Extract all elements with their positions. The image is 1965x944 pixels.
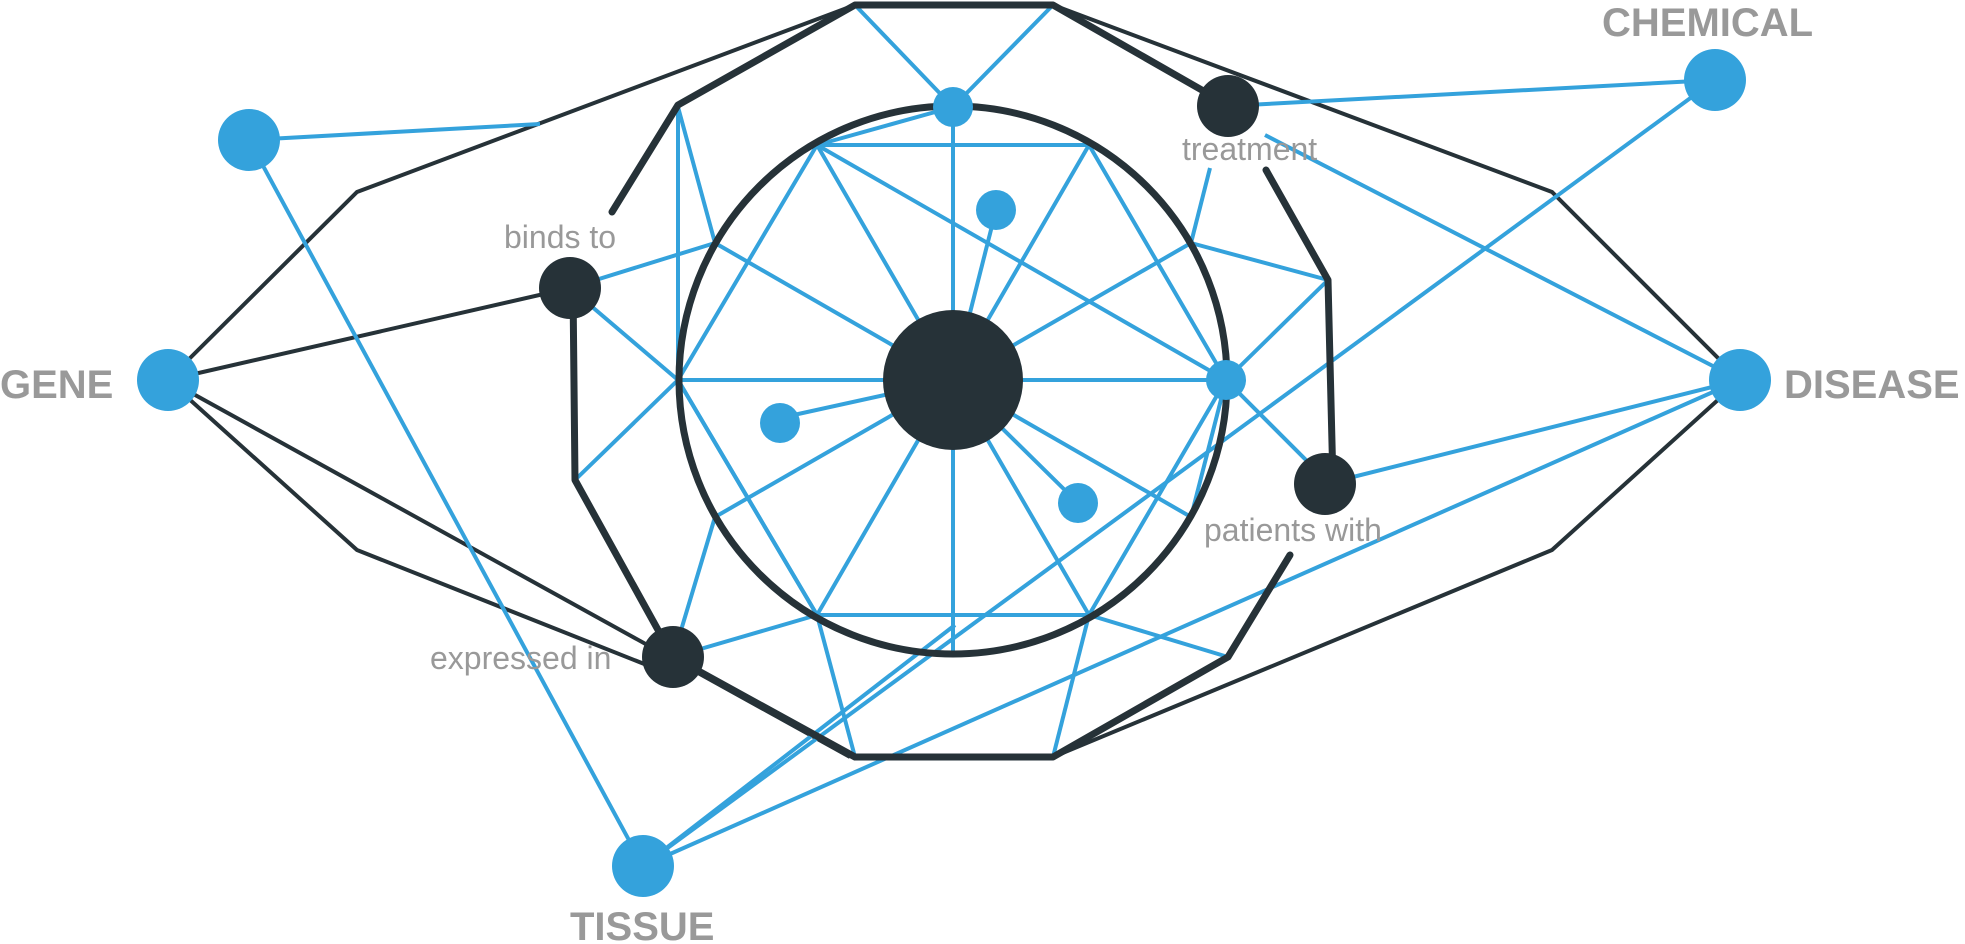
inner-node-right [1206,360,1246,400]
outer-spoke [573,378,680,482]
outer-spoke [1190,241,1329,282]
outer-dark-links [166,3,1742,759]
disease-to-tissue-link [642,378,1741,868]
outer-spoke [1051,614,1091,758]
patients-with-node [1294,453,1356,515]
disease-upper-link [1052,3,1742,382]
upper-left-node [218,109,280,171]
disease-node [1709,349,1771,411]
disease-to-patients-link [1324,378,1741,486]
central-hub-node [883,310,1023,450]
outer-spoke [1189,167,1212,244]
outer-spoke [853,3,955,109]
decagon-bottom-right [669,551,1294,761]
upper-left-to-tissue-link [247,139,645,867]
decagon-right [1262,166,1337,488]
inner-node-lower-right [1058,483,1098,523]
gene-node [137,349,199,411]
gene-to-binds-link [167,286,571,382]
outer-spoke [1088,613,1229,659]
tissue-label: TISSUE [570,905,714,944]
chemical-to-tissue-link [641,78,1717,868]
disease-to-decagon-link [1264,133,1741,382]
inner-node-upper-right [976,190,1016,230]
inner-node-left [760,403,800,443]
gene-upper-link [166,3,856,382]
dark-decagon [569,1,1337,761]
expressed-in-node [642,626,704,688]
tissue-node [612,835,674,897]
chemical-node [1684,49,1746,111]
treatment-node [1197,75,1259,137]
treatment-label: treatment [1182,131,1317,167]
patients-with-label: patients with [1204,512,1382,548]
inner-blue-structure [568,3,1330,758]
inner-edge [676,378,819,617]
outer-spoke [676,106,717,244]
disease-label: DISEASE [1784,363,1960,407]
binds-to-label: binds to [504,219,616,255]
inner-node-top [933,87,973,127]
decagon-top-left [608,1,1232,216]
binds-to-node [539,257,601,319]
chemical-to-treatment-link [1227,78,1716,108]
gene-lower-link [166,378,673,677]
decagon-left [569,284,677,661]
gene-label: GENE [0,363,113,407]
outer-spoke [951,3,1055,109]
expressed-in-label: expressed in [430,640,611,676]
disease-lower-link [1052,378,1742,759]
chemical-label: CHEMICAL [1602,1,1813,45]
outer-spoke [1224,278,1330,382]
outer-spoke [815,614,857,758]
outer-spoke [816,105,954,147]
upper-left-to-diagram-link [248,122,541,142]
inner-edge [816,143,1227,382]
outer-spoke [1189,379,1228,518]
tissue-to-decagon-link [641,623,957,868]
